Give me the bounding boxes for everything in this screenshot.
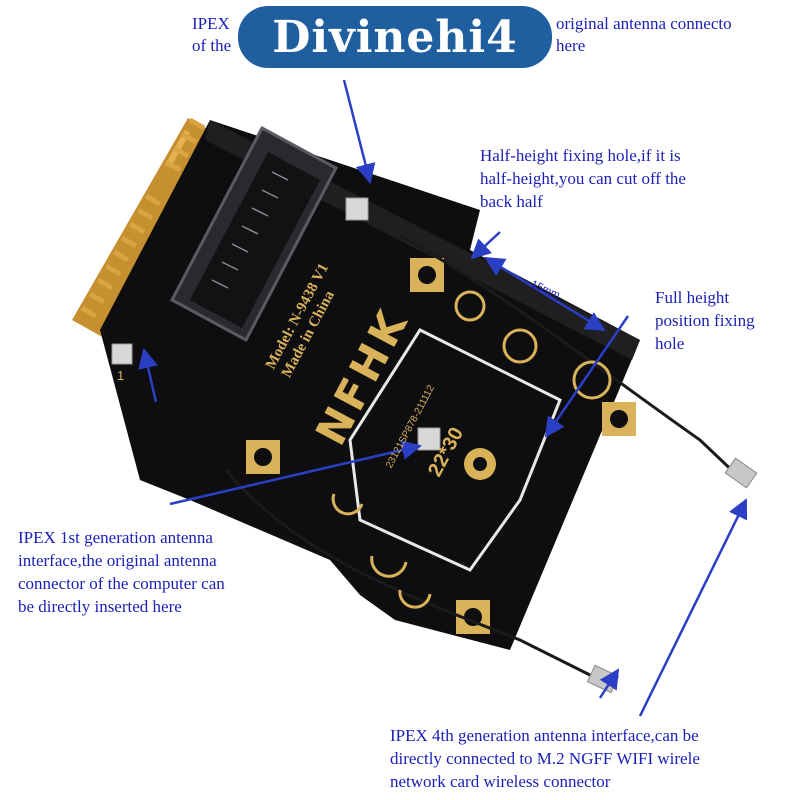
certification-marks (331, 290, 612, 609)
mounting-pads (246, 258, 636, 634)
half-height-note-line: back half (480, 192, 543, 211)
m2-connector (169, 125, 339, 343)
ipex1-note-line: interface,the original antenna (18, 551, 217, 570)
ipex4-note-line: network card wireless connector (390, 772, 611, 791)
ipex1-note: IPEX 1st generation antenna interface,th… (18, 526, 225, 618)
half-height-note: Half-height fixing hole,if it is half-he… (480, 144, 686, 213)
ipex4-note-line: IPEX 4th generation antenna interface,ca… (390, 726, 699, 745)
top-annotation-left-2: of the (192, 36, 232, 55)
watermark-text: Divinehi4 (272, 11, 518, 63)
ipex-connectors (111, 197, 441, 451)
ipex1-note-line: be directly inserted here (18, 597, 182, 616)
watermark-badge: Divinehi4 (238, 6, 552, 68)
ipex1-note-line: connector of the computer can (18, 574, 225, 593)
top-annotation-right-2: here (556, 36, 586, 55)
full-height-note-line: hole (655, 334, 685, 353)
half-height-note-line: half-height,you can cut off the (480, 169, 686, 188)
ipex1-note-line: IPEX 1st generation antenna (18, 528, 213, 547)
full-height-note-line: position fixing (655, 311, 755, 330)
half-height-cutout (348, 328, 562, 572)
gold-finger-contacts (80, 117, 206, 319)
full-height-note: Full height position fixing hole (655, 286, 755, 355)
ipex4-note-line: directly connected to M.2 NGFF WIFI wire… (390, 749, 700, 768)
half-height-note-line: Half-height fixing hole,if it is (480, 146, 681, 165)
top-annotation-right-1: original antenna connecto (556, 14, 732, 33)
board-pin-label: 1 (117, 368, 125, 383)
antenna-cables (224, 234, 742, 682)
full-height-note-line: Full height (655, 288, 730, 307)
top-annotation-left-1: IPEX (192, 14, 230, 33)
ipex4-note: IPEX 4th generation antenna interface,ca… (390, 724, 700, 793)
antenna-connectors (586, 457, 758, 694)
callout-arrows (138, 79, 748, 717)
